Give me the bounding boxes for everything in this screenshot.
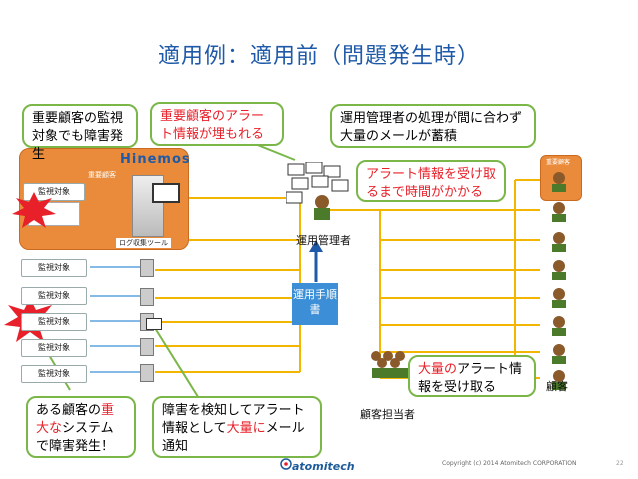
callout-vip-failure: 重要顧客の監視対象でも障害発生 — [22, 104, 138, 162]
callout-critical-failure: ある顧客の重大なシステムで障害発生！ — [26, 396, 136, 458]
server-icon — [140, 338, 154, 356]
mail-icon — [152, 183, 180, 203]
vip-right-label: 重要顧客 — [546, 159, 571, 166]
monitor-target: 監視対象 — [21, 339, 87, 357]
account-rep-label: 顧客担当者 — [360, 408, 415, 421]
server-icon — [132, 175, 164, 237]
vip-customer-label: 重要顧客 — [88, 171, 116, 179]
server-icon — [140, 364, 154, 382]
callout-mail-backlog: 運用管理者の処理が間に合わず大量のメールが蓄積 — [330, 104, 536, 148]
callout-delay: アラート情報を受け取るまで時間がかかる — [356, 160, 506, 202]
hinemos-logo: Hinemos — [120, 152, 191, 167]
callout-mass-receive: 大量のアラート情報を受け取る — [408, 355, 536, 397]
monitor-target: 監視対象 — [21, 313, 87, 331]
mail-icon — [146, 318, 162, 330]
mail-pile-icon — [286, 162, 349, 220]
monitor-target: 監視対象 — [21, 259, 87, 277]
atomitech-logo: atomitech — [292, 460, 355, 473]
callout-mass-notify: 障害を検知してアラート情報として大量にメール通知 — [152, 396, 322, 458]
operator-label: 運用管理者 — [296, 234, 351, 247]
page-number: 22 — [616, 460, 624, 467]
monitor-target-vip: 監視対象 — [23, 183, 85, 201]
server-icon — [140, 288, 154, 306]
server-icon — [140, 259, 154, 277]
explosion-icon — [12, 192, 56, 228]
account-rep-group-icon — [371, 351, 408, 378]
atomitech-logo-icon — [280, 458, 292, 470]
callout-alert-buried: 重要顧客のアラート情報が埋もれる — [150, 102, 284, 146]
customer-icons — [552, 172, 566, 390]
monitor-target: 監視対象 — [21, 365, 87, 383]
page-title: 適用例：適用前（問題発生時） — [157, 44, 480, 69]
monitor-target: 監視対象 — [21, 287, 87, 305]
log-tool-label: ログ収集ツール — [116, 238, 171, 248]
copyright: Copyright (c) 2014 Atomitech CORPORATION — [442, 460, 577, 467]
manual-document: 運用手順書 — [292, 283, 338, 325]
customer-label: 顧客 — [546, 380, 568, 393]
